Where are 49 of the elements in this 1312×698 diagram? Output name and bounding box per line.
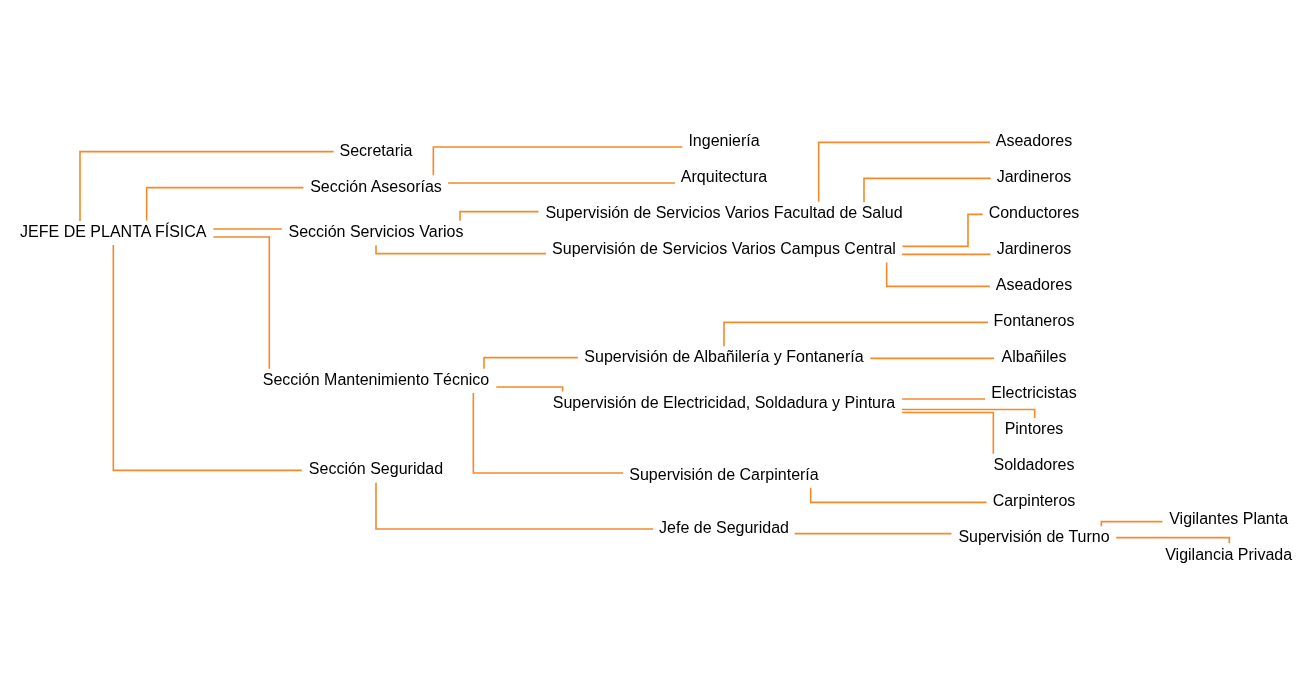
node-text: JEFE DE PLANTA FÍSICA [20,223,207,241]
connector [375,481,654,530]
connector [483,356,579,370]
node-text: Jardineros [996,240,1072,258]
node-text: Jefe de Seguridad [659,519,789,537]
node-text: Supervisión de Servicios Varios Facultad de Salud [545,204,903,222]
node-text: Fontaneros [993,312,1075,330]
node-text: Supervisión de Turno [958,528,1110,546]
node-text: Supervisión de Carpintería [629,465,819,483]
node-text: Arquitectura [680,168,768,186]
node-text: Carpinteros [992,492,1076,510]
node-text: Supervisión de Albañilería y Fontanería [584,348,864,366]
node-text: Sección Asesorías [310,177,442,195]
node-text: Aseadores [995,132,1073,150]
connector [723,321,989,347]
node-text: Aseadores [995,276,1073,294]
node-text: Vigilancia Privada [1165,545,1293,563]
connector [901,398,986,400]
connector [79,150,335,222]
node-text: Conductores [988,204,1080,222]
node-text: Ingeniería [688,132,760,150]
connector [145,186,305,222]
connector [212,228,283,230]
connector [112,244,303,472]
connector [793,532,953,535]
node-text: Sección Mantenimiento Técnico [262,371,490,389]
node-text: Supervisión de Electricidad, Soldadura y Pintura [552,393,896,411]
connector [432,146,684,177]
connector [869,357,995,360]
connector [495,386,564,393]
connector [212,236,271,370]
node-text: Jardineros [996,168,1072,186]
connector [817,141,991,203]
node-text: Electricistas [991,384,1077,402]
node-text: Pintores [1004,420,1064,438]
connector [1100,520,1164,528]
node-text: Sección Seguridad [308,460,444,478]
connector [863,177,992,203]
connector [447,182,676,184]
connector [901,411,995,455]
connector [901,253,992,256]
node-text: Soldadores [993,456,1075,474]
node-text: Albañiles [1001,348,1067,366]
connector [885,261,991,288]
connector [472,392,624,474]
node-text: Supervisión de Servicios Varios Campus Central [552,240,896,258]
node-text: Secretaria [339,141,413,159]
node-text: Vigilantes Planta [1169,509,1289,527]
node-text: Sección Servicios Varios [288,223,464,241]
